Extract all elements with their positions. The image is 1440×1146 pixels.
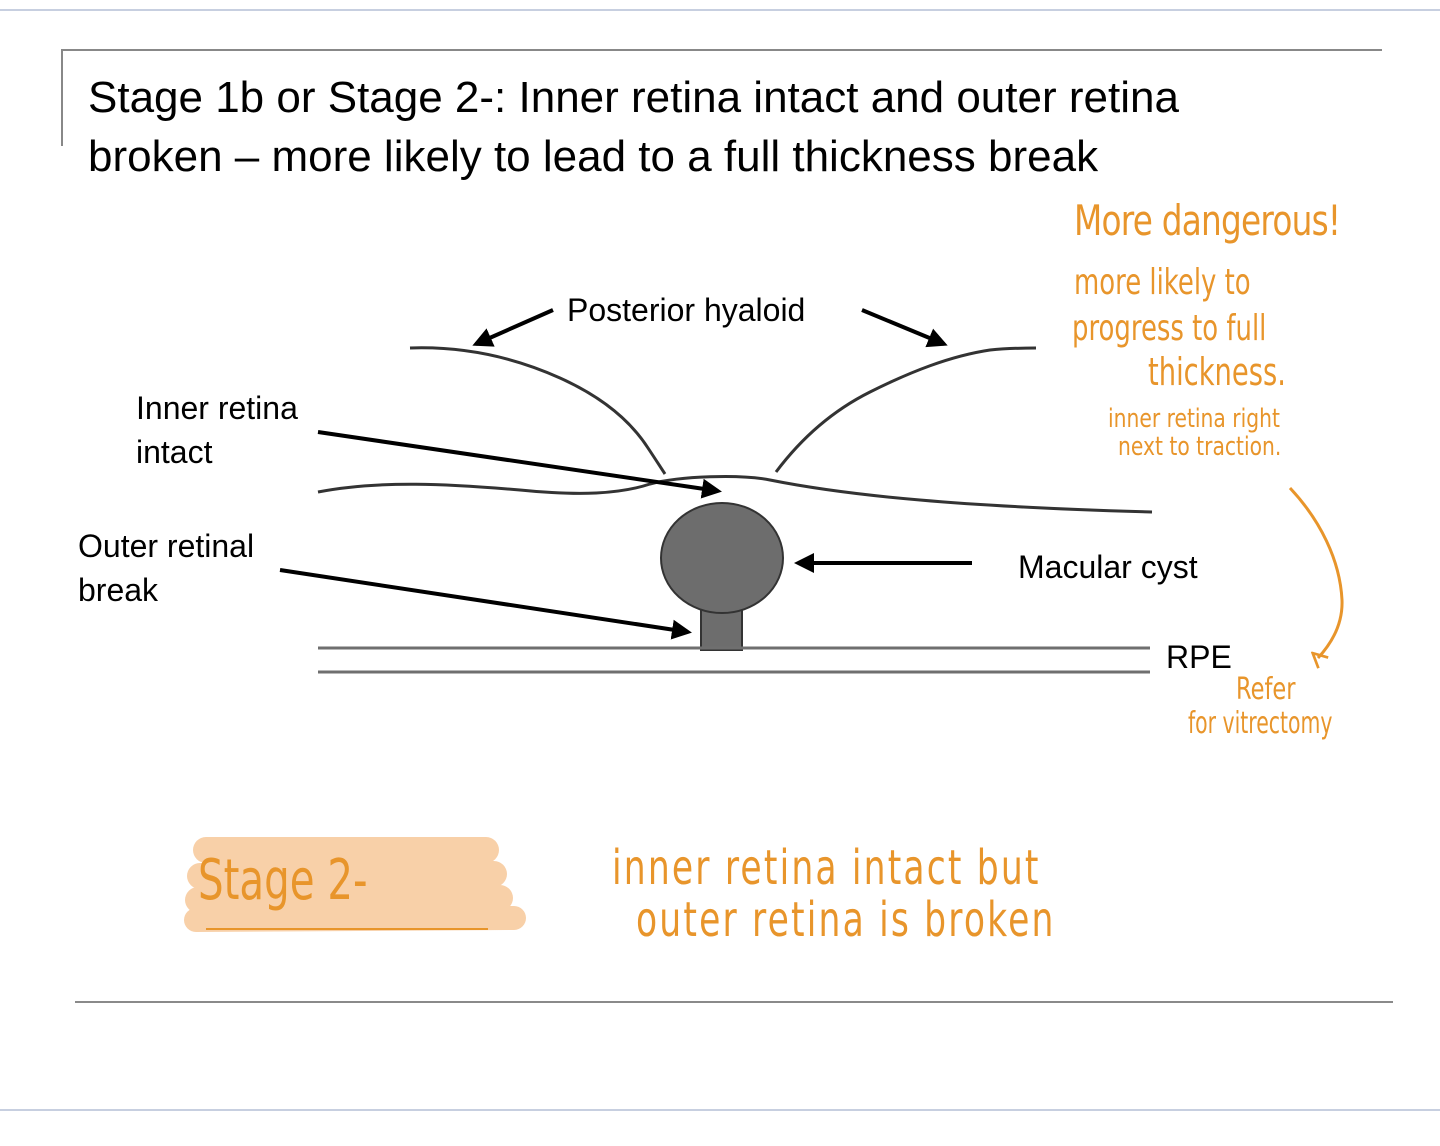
arrow-outer-break <box>279 568 692 640</box>
handwritten-note-traction: next to traction. <box>1118 432 1282 462</box>
slide-title-line-2: broken – more likely to lead to a full t… <box>88 132 1099 181</box>
label-macular-cyst: Macular cyst <box>1018 549 1198 585</box>
label-outer-break-line-1: Outer retinal <box>78 528 255 564</box>
label-outer-retinal-break: Outer retinal break <box>78 524 254 612</box>
slide-title-line-1: Stage 1b or Stage 2-: Inner retina intac… <box>88 73 1179 122</box>
handwritten-note-progress: progress to full <box>1072 308 1267 349</box>
label-rpe: RPE <box>1166 639 1232 675</box>
arrow-hyaloid-left <box>472 308 554 347</box>
handwritten-note-stage2: Stage 2- <box>198 848 368 913</box>
handwritten-note-dangerous: More dangerous! <box>1074 196 1341 245</box>
label-outer-break-line-2: break <box>78 572 159 608</box>
handwritten-arrow <box>1288 486 1344 658</box>
handwritten-note-thickness: thickness. <box>1148 350 1286 394</box>
title-frame-corner <box>61 49 1382 146</box>
handwritten-note-summary-line-1: inner retina intact but <box>612 840 1041 896</box>
label-inner-retina-line-2: intact <box>136 434 213 470</box>
stage2-highlight <box>184 837 526 932</box>
posterior-hyaloid-left <box>409 346 667 475</box>
handwritten-note-more-likely: more likely to <box>1074 262 1251 303</box>
arrow-hyaloid-right <box>861 308 948 348</box>
handwritten-note-refer: Refer <box>1236 672 1296 707</box>
outer-retinal-break-stalk <box>700 607 743 651</box>
label-posterior-hyaloid: Posterior hyaloid <box>567 292 806 328</box>
label-inner-retina-intact: Inner retina intact <box>136 386 298 474</box>
macular-cyst-shape <box>660 502 784 614</box>
handwritten-note-summary-line-2: outer retina is broken <box>636 892 1056 948</box>
label-inner-retina-line-1: Inner retina <box>136 390 298 426</box>
posterior-hyaloid-right <box>774 346 1037 473</box>
handwritten-note-vitrectomy: for vitrectomy <box>1188 706 1333 741</box>
arrow-inner-retina <box>317 430 722 499</box>
handwritten-note-inner-retina: inner retina right <box>1108 404 1280 434</box>
inner-retina-surface <box>317 475 1153 514</box>
